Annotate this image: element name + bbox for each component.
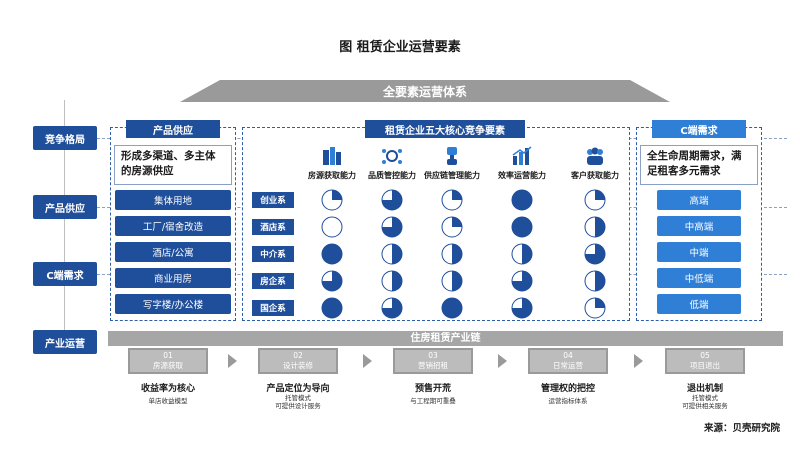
demand-item: 中高端	[657, 216, 741, 236]
harvey-ball	[584, 297, 606, 319]
capability-label: 房源获取能力	[308, 171, 356, 180]
harvey-ball	[584, 189, 606, 211]
harvey-ball	[381, 189, 403, 211]
supply-item: 商业用房	[115, 268, 231, 288]
demand-item: 高端	[657, 190, 741, 210]
supply-intro: 形成多渠道、多主体的房源供应	[114, 145, 232, 185]
demand-intro: 全生命周期需求，满足租客多元需求	[640, 145, 758, 185]
harvey-ball	[381, 297, 403, 319]
demand-item: 中低端	[657, 268, 741, 288]
stage-sub: 可提供设计服务	[275, 402, 321, 410]
stage-sub: 可提供相关服务	[682, 402, 728, 410]
page-title: 图 租赁企业运营要素	[339, 40, 461, 55]
stage-sub: 单店收益模型	[148, 397, 188, 405]
arrow-right-icon	[634, 354, 643, 368]
demand-item: 低端	[657, 294, 741, 314]
harvey-ball	[441, 243, 463, 265]
rating-matrix	[321, 189, 606, 319]
harvey-ball	[381, 216, 403, 238]
capability-label: 效率运营能力	[498, 171, 546, 180]
building-icon	[323, 147, 341, 165]
harvey-ball	[584, 270, 606, 292]
harvey-ball	[584, 216, 606, 238]
row-label: 房企系	[252, 273, 294, 289]
stage-sub: 与工程期可重叠	[410, 397, 456, 405]
stage-title: 预售开荒	[414, 384, 451, 394]
harvey-ball	[381, 270, 403, 292]
harvey-ball	[441, 216, 463, 238]
gear-network-icon	[382, 149, 402, 164]
harvey-ball	[441, 270, 463, 292]
side-label-competition: 竞争格局	[33, 126, 97, 150]
arrow-right-icon	[498, 354, 507, 368]
harvey-ball	[381, 243, 403, 265]
harvey-ball	[321, 270, 343, 292]
row-label: 酒店系	[252, 219, 294, 235]
supply-item: 酒店/公寓	[115, 242, 231, 262]
harvey-ball	[321, 297, 343, 319]
harvey-ball	[321, 216, 343, 238]
bar-chart-icon	[512, 146, 532, 165]
stage-sub: 托管模式	[692, 394, 718, 402]
axis-line	[64, 100, 65, 350]
side-label-demand: C端需求	[33, 262, 97, 286]
harvey-ball	[441, 297, 463, 319]
supply-item: 工厂/宿舍改造	[115, 216, 231, 236]
people-icon	[587, 147, 603, 165]
source-note: 来源：贝壳研究院	[703, 423, 780, 434]
side-label-supply: 产品供应	[33, 195, 97, 219]
industry-chain-bar: 住房租赁产业链	[108, 331, 783, 346]
row-label: 创业系	[252, 192, 294, 208]
stage-sub: 托管模式	[285, 394, 311, 402]
chain-icon	[447, 147, 457, 165]
harvey-ball	[584, 243, 606, 265]
harvey-ball	[511, 189, 533, 211]
capability-label: 客户获取能力	[571, 171, 619, 180]
harvey-ball	[321, 243, 343, 265]
row-label: 中介系	[252, 246, 294, 262]
stage-title: 退出机制	[686, 384, 723, 394]
harvey-ball	[321, 189, 343, 211]
stage-title: 产品定位为导向	[266, 384, 330, 394]
roof-shape	[180, 80, 670, 102]
arrow-right-icon	[363, 354, 372, 368]
supply-item: 写字楼/办公楼	[115, 294, 231, 314]
supply-item: 集体用地	[115, 190, 231, 210]
capability-label: 品质管控能力	[368, 171, 416, 180]
harvey-ball	[511, 243, 533, 265]
row-label: 国企系	[252, 300, 294, 316]
arrow-right-icon	[228, 354, 237, 368]
supply-header: 产品供应	[126, 120, 220, 138]
harvey-ball	[441, 189, 463, 211]
stage-sub: 运营指标体系	[548, 397, 588, 405]
roof-label: 全要素运营体系	[382, 85, 467, 99]
stage-title: 管理权的把控	[540, 384, 595, 394]
core-panel	[242, 127, 630, 321]
core-header: 租赁企业五大核心竞争要素	[365, 120, 525, 138]
capability-label: 供应链管理能力	[424, 171, 480, 180]
stage-title: 收益率为核心	[140, 384, 195, 394]
harvey-ball	[511, 297, 533, 319]
harvey-ball	[511, 216, 533, 238]
demand-header: C端需求	[652, 120, 746, 138]
side-label-operation: 产业运营	[33, 330, 97, 354]
harvey-ball	[511, 270, 533, 292]
demand-item: 中端	[657, 242, 741, 262]
